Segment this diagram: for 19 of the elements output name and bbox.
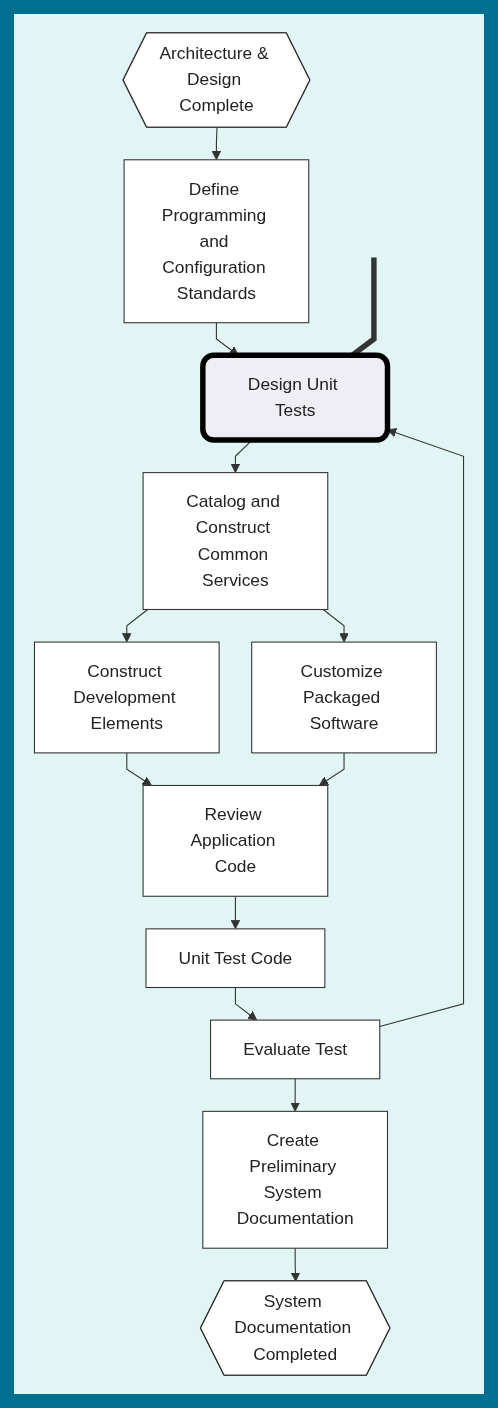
node-box: Create Preliminary System Documentation (202, 1110, 389, 1249)
node-box: Construct Development Elements (33, 641, 220, 754)
arrow (318, 752, 345, 786)
node-box: Evaluate Test (210, 1019, 381, 1080)
node-box: Unit Test Code (145, 928, 326, 989)
arrow (211, 127, 222, 161)
arrow (322, 608, 349, 643)
node-box: Define Programming and Configuration Standards (123, 159, 310, 324)
arrow (290, 1078, 300, 1112)
node-box: Customize Packaged Software (251, 641, 437, 754)
arrow (122, 608, 149, 643)
node-box: Design Unit Tests (200, 352, 391, 443)
arrow (126, 752, 152, 786)
node-box: Catalog and Construct Common Services (142, 472, 329, 611)
arrow (379, 428, 465, 1028)
arrow (234, 986, 258, 1021)
node-box: Review Application Code (142, 784, 329, 897)
arrow (230, 895, 241, 930)
arrow (290, 1247, 301, 1282)
